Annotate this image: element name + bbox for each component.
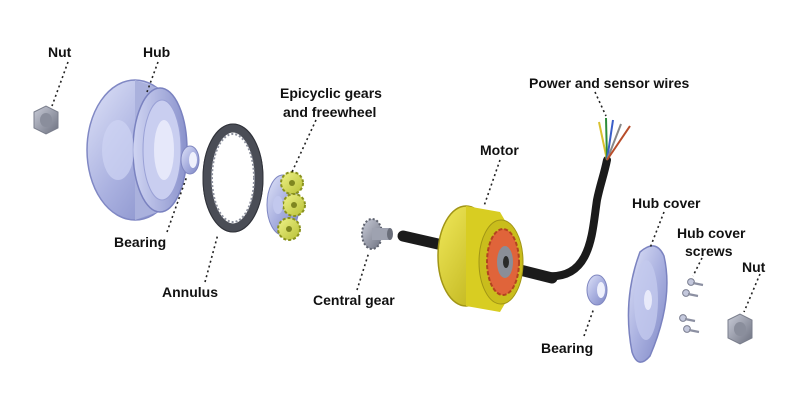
hub-cover-screws xyxy=(679,278,704,334)
leader-nut-left xyxy=(51,61,69,107)
label-annulus: Annulus xyxy=(162,284,218,300)
right-bearing xyxy=(586,274,608,306)
leader-power-wires xyxy=(594,91,607,117)
screw-1 xyxy=(687,278,704,287)
leader-bearing-right xyxy=(583,307,595,337)
hub-cover xyxy=(627,245,668,363)
right-nut xyxy=(727,313,753,345)
label-hub-cover: Hub cover xyxy=(632,195,701,211)
leader-motor xyxy=(483,159,501,207)
motor xyxy=(437,205,524,312)
epicyclic-gears-freewheel xyxy=(266,171,306,241)
label-epicyclic-line2: and freewheel xyxy=(283,104,376,120)
labels: Nut Hub Epicyclic gears and freewheel Po… xyxy=(48,44,766,356)
label-hub: Hub xyxy=(143,44,170,60)
hub-shell xyxy=(86,79,188,221)
screw-4 xyxy=(683,325,700,334)
leader-central-gear xyxy=(356,251,370,291)
label-central-gear: Central gear xyxy=(313,292,395,308)
leader-annulus xyxy=(204,233,219,283)
left-nut xyxy=(33,105,59,135)
leader-epicyclic xyxy=(291,119,317,173)
central-gear xyxy=(361,218,393,250)
leader-hub-cover-screws xyxy=(692,257,703,277)
screw-2 xyxy=(682,289,699,298)
label-motor: Motor xyxy=(480,142,519,158)
annulus-ring-gear xyxy=(202,123,264,233)
label-bearing-left: Bearing xyxy=(114,234,166,250)
label-nut-left: Nut xyxy=(48,44,72,60)
leader-nut-right xyxy=(743,273,761,313)
label-nut-right: Nut xyxy=(742,259,766,275)
leader-lines xyxy=(51,61,761,337)
label-power-wires: Power and sensor wires xyxy=(529,75,689,91)
leader-hub-cover xyxy=(649,211,665,249)
left-bearing xyxy=(180,145,200,175)
label-hub-cover-screws-line2: screws xyxy=(685,243,733,259)
power-sensor-cable xyxy=(542,117,631,281)
label-bearing-right: Bearing xyxy=(541,340,593,356)
label-hub-cover-screws-line1: Hub cover xyxy=(677,225,746,241)
leader-hub xyxy=(146,61,159,93)
label-epicyclic-line1: Epicyclic gears xyxy=(280,85,382,101)
screw-3 xyxy=(679,314,696,323)
